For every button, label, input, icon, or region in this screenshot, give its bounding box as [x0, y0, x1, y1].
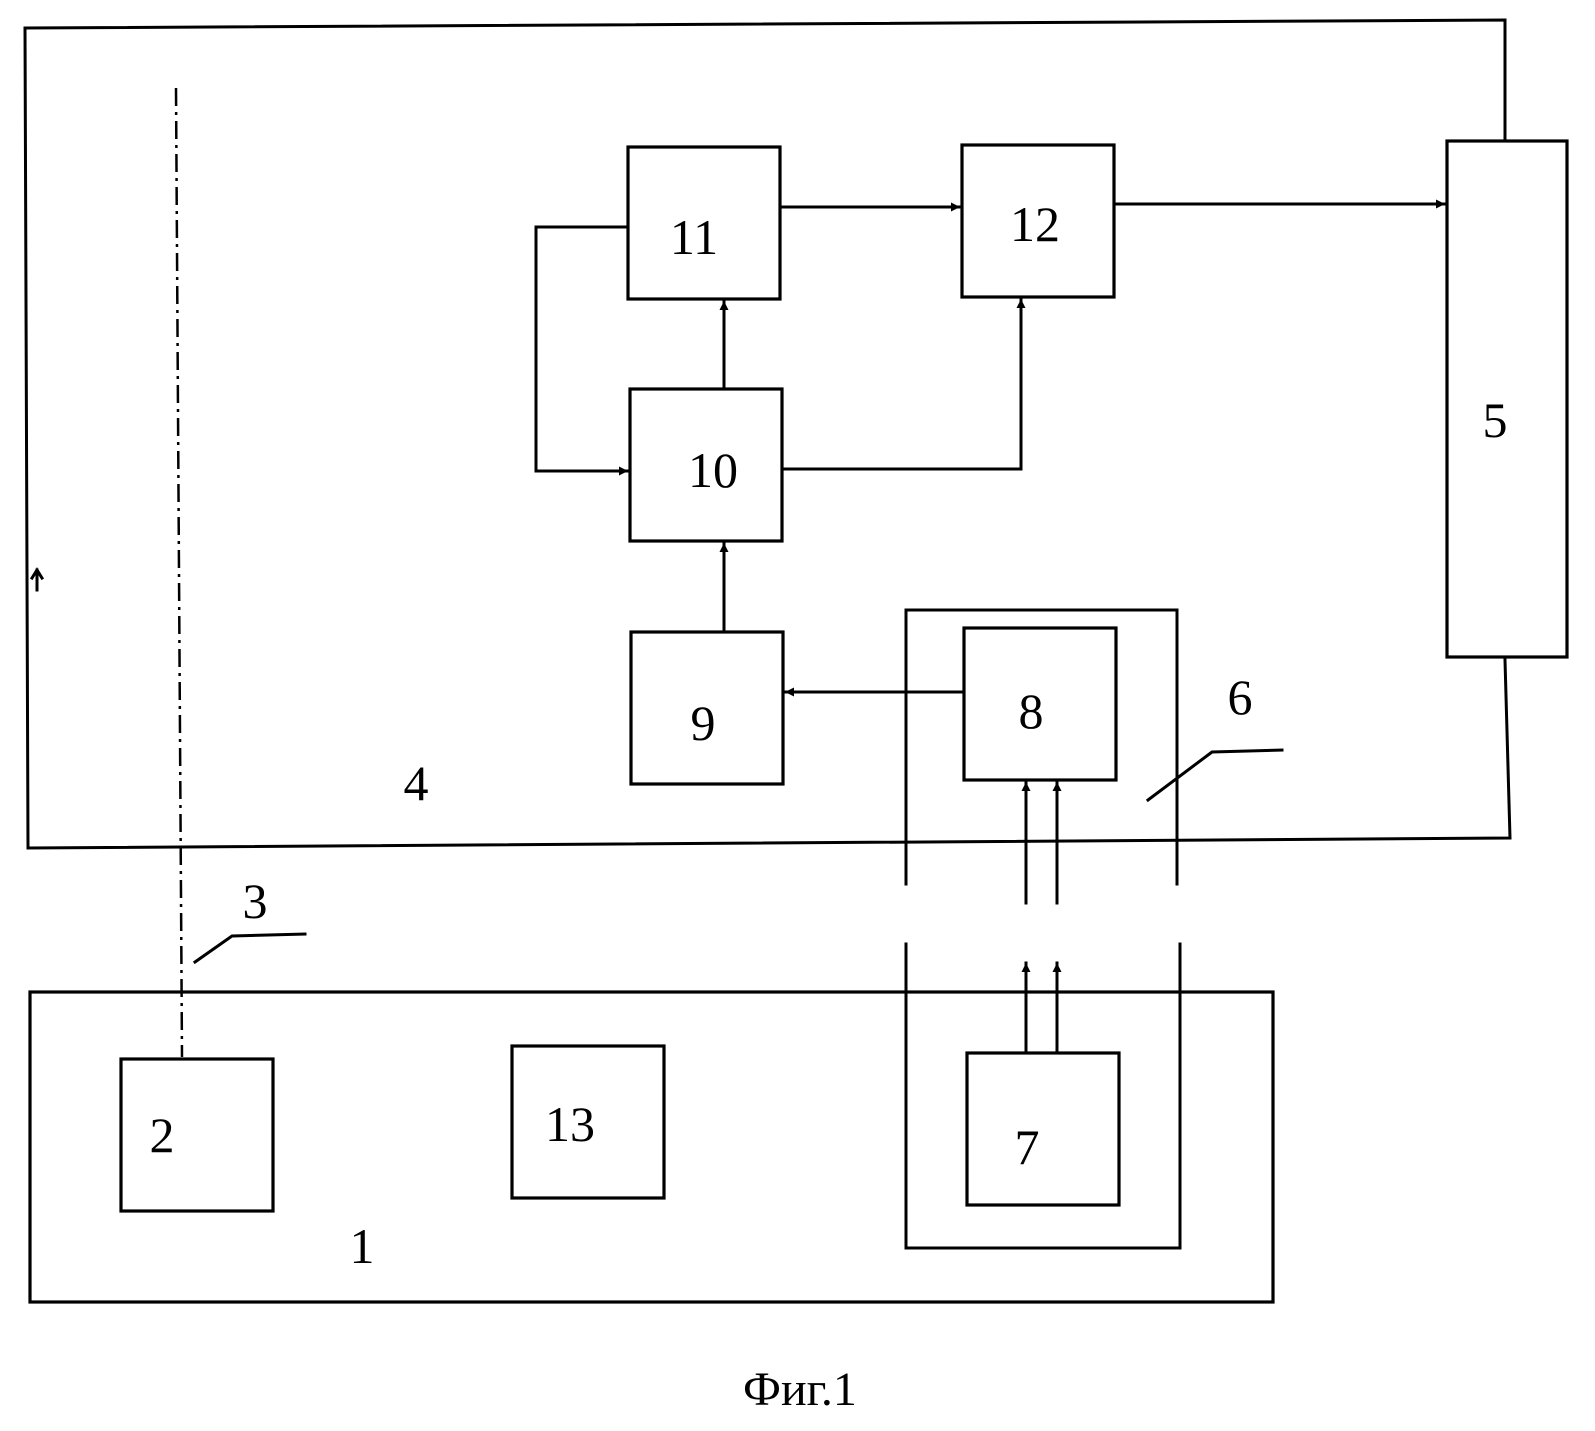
label-block-1: 1: [350, 1218, 375, 1274]
label-block-13: 13: [545, 1096, 595, 1152]
leader-6: [1148, 750, 1282, 800]
label-block-11: 11: [670, 209, 718, 265]
block-7: [967, 1053, 1119, 1205]
shield-6-lower: [906, 944, 1180, 1248]
block-2: [121, 1059, 273, 1211]
leader-3: [195, 934, 305, 962]
dash-dot-line-3: [176, 88, 182, 1057]
label-block-9: 9: [691, 695, 716, 751]
label-block-10: 10: [688, 442, 738, 498]
label-block-12: 12: [1010, 196, 1060, 252]
figure-caption: Фиг.1: [743, 1363, 857, 1416]
label-ref-3: 3: [243, 873, 268, 929]
label-ref-4: 4: [404, 755, 429, 811]
label-block-2: 2: [150, 1107, 175, 1163]
enclosure-1: [30, 992, 1273, 1302]
link-11-to-10-loop: [536, 227, 628, 471]
label-ref-6: 6: [1228, 669, 1253, 725]
enclosure-4-tick: [32, 570, 42, 590]
label-block-5: 5: [1483, 392, 1508, 448]
label-block-8: 8: [1019, 683, 1044, 739]
enclosure-4-outline: [25, 20, 1510, 848]
link-10-to-12: [782, 299, 1021, 469]
label-block-7: 7: [1015, 1119, 1040, 1175]
